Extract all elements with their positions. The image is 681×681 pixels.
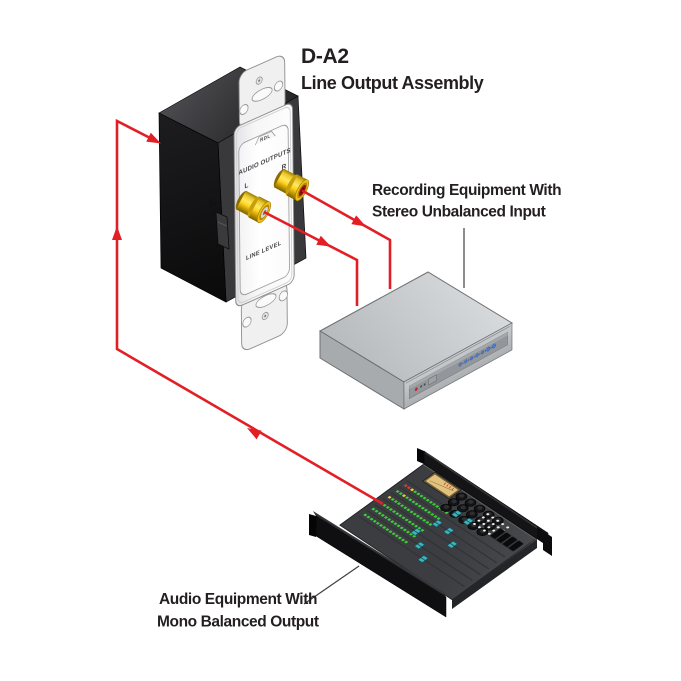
product-model: D-A2 [301, 45, 349, 68]
wall-box-connector [215, 211, 230, 250]
recorder-display-window [428, 374, 437, 386]
audio-callout-line1: Audio Equipment With [159, 591, 317, 608]
brand-label: RDL [260, 133, 270, 144]
audio-callout-line2: Mono Balanced Output [157, 614, 319, 631]
audio-mixer [303, 448, 552, 618]
labels: D-A2 Line Output Assembly Recording Equi… [157, 45, 562, 631]
product-name: Line Output Assembly [301, 73, 484, 93]
mixer-vu-meter [421, 471, 462, 500]
arrowhead [316, 235, 334, 252]
mixer-bottom-rail [309, 511, 447, 618]
wire-left-output-to-recorder [263, 210, 359, 306]
jack-right-label: R [282, 163, 287, 172]
wall-box-left [158, 112, 227, 303]
recorder-front-face [403, 322, 513, 410]
mixer-deck [339, 463, 538, 601]
mixer-front-edge [452, 539, 537, 609]
orientation-arrow-icon [209, 198, 218, 208]
mixer-right-bracket [537, 527, 552, 556]
brand-tab [254, 130, 276, 146]
arrowhead [112, 226, 122, 240]
mounting-ear-top [238, 55, 286, 129]
mixer-top-rail [417, 448, 552, 556]
recording-callout-line2: Stereo Unbalanced Input [372, 204, 546, 221]
recording-callout-line1: Recording Equipment With [372, 182, 561, 199]
mixer-led-rows [363, 484, 449, 544]
recorder-buttons [458, 343, 496, 367]
jack-left-label: L [245, 182, 250, 191]
audio-leader-line [303, 565, 360, 605]
rca-jack-right [273, 168, 309, 202]
arrowhead [351, 215, 369, 231]
wire-right-output-to-recorder [301, 189, 392, 289]
recording-equipment [318, 228, 514, 410]
mixer-keys [490, 528, 524, 552]
recorder-power-led [414, 387, 418, 392]
rca-jack-left [235, 190, 271, 224]
mixer-faders [410, 510, 474, 563]
